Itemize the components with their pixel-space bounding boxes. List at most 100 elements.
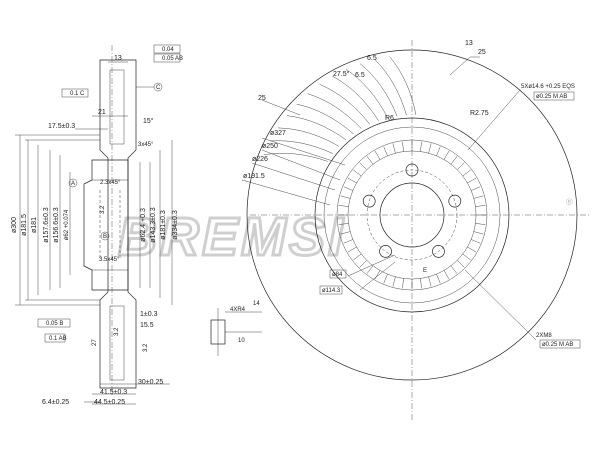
abs-tooth — [343, 239, 353, 244]
front-dia250: ø250 — [262, 143, 278, 150]
roughness-1: 3.2 — [100, 205, 106, 214]
bolt-hole — [405, 163, 419, 177]
abs-tooth — [402, 141, 404, 152]
front-dim-13: 13 — [465, 40, 473, 47]
abs-tooth — [392, 143, 396, 154]
front-r2-75: R2.75 — [470, 110, 489, 117]
dim-3x45: 3x45° — [138, 142, 154, 148]
dim-dia157: ø157.6±0.3 — [43, 207, 50, 242]
abs-tooth — [457, 162, 465, 170]
bolt-circle — [366, 169, 458, 261]
bolt-hole — [448, 194, 462, 208]
abs-tooth — [366, 156, 374, 165]
abs-tooth — [392, 276, 396, 287]
front-dim-27-5: 27.5° — [333, 70, 350, 78]
abs-tooth — [467, 246, 477, 253]
dim-30: 30±0.25 — [138, 379, 163, 386]
dim-dia62: ø62 +0.074 — [64, 209, 70, 240]
abs-tooth — [359, 162, 367, 170]
dim-17-5: 17.5±0.3 — [48, 123, 75, 130]
abs-tooth — [475, 223, 486, 225]
threads-callout: 2XM8 — [536, 333, 552, 339]
front-dim-25a: 25 — [478, 49, 486, 56]
hub-flatness-box — [37, 318, 71, 328]
abs-tooth — [338, 205, 349, 207]
abs-tooth — [436, 146, 441, 156]
dim-15deg: 15° — [143, 117, 154, 125]
ring-226 — [323, 126, 501, 304]
vent-vane — [374, 59, 407, 116]
disc-outer — [246, 49, 578, 381]
abs-tooth — [428, 276, 432, 287]
abs-tooth — [343, 186, 353, 191]
abs-tooth — [473, 231, 484, 235]
runout-value: 0.05 AB — [162, 56, 183, 62]
bolt-hole — [379, 245, 392, 258]
bolt-hole — [362, 194, 376, 208]
abs-tooth — [443, 270, 450, 280]
abs-tooth — [450, 265, 458, 274]
parallel-value: 0.1 C — [70, 91, 85, 97]
abs-tooth — [443, 150, 450, 160]
ring-191-5 — [336, 139, 488, 291]
vent-vane — [332, 75, 379, 121]
datum-b-circle — [100, 231, 110, 241]
vent-channel-top — [109, 69, 125, 145]
watermark-registered: ® — [566, 197, 573, 207]
dim-44-5: 44.5±0.25 — [94, 399, 125, 406]
abs-tooth — [383, 274, 388, 284]
abs-teeth — [338, 141, 486, 289]
abs-tooth — [359, 260, 367, 268]
dim-41-5: 41.5±0.3 — [100, 389, 127, 396]
dim-3-5x45: 3.5x45° — [99, 257, 120, 263]
abs-tooth — [353, 253, 362, 261]
detail-dim-14: 14 — [253, 301, 260, 307]
vent-vane — [389, 56, 417, 116]
abs-tooth — [462, 169, 471, 177]
front-dia191-5: ø191.5 — [243, 173, 265, 180]
friction-ring-outline — [99, 59, 137, 389]
abs-tooth — [347, 246, 357, 253]
section-view: ø300 ø181.5 ø181 ø157.6±0.3 ø156.6±0.3 ø… — [11, 44, 183, 406]
dim-2-3x45: 2.3x45° — [100, 180, 121, 186]
dim-1-0-3: 1±0.3 — [140, 311, 158, 318]
front-dia327: ø327 — [270, 130, 286, 137]
abs-tooth — [338, 223, 349, 225]
parallel-box — [61, 88, 89, 98]
dim-21: 21 — [98, 109, 106, 116]
ring-hub-outer — [347, 150, 477, 280]
abs-tooth — [473, 195, 484, 199]
front-dim-6-5b: 6.5 — [355, 72, 365, 79]
abs-tooth — [457, 260, 465, 268]
dim-dia181: ø181 — [31, 217, 38, 233]
detail-label: 4XR4 — [230, 307, 246, 313]
vent-vane — [277, 127, 340, 147]
abs-tooth — [420, 141, 422, 152]
dim-dia143: ø143.3±0.3 — [150, 207, 157, 242]
abs-tooth — [340, 195, 351, 199]
abs-tooth — [475, 205, 486, 207]
holes-callout: 5Xø14.6 +0.25 EQS — [521, 84, 575, 90]
holes-tol: ø0.25 M AB — [536, 94, 567, 100]
abs-tooth — [462, 253, 471, 261]
dim-dia181-5: ø181.5 — [21, 214, 28, 236]
abs-tooth — [353, 169, 362, 177]
abs-tooth — [347, 177, 357, 184]
watermark: BREMSI ® — [117, 197, 574, 269]
vent-vane — [307, 93, 362, 129]
abs-tooth — [383, 146, 388, 156]
hub-runout-box — [44, 333, 66, 343]
hub-runout-value: 0.1 AB — [49, 336, 67, 342]
roughness-2: 3.2 — [114, 327, 120, 336]
dim-dia334: ø334±0.3 — [172, 210, 179, 240]
front-dia226: ø226 — [252, 156, 268, 163]
datum-b: B — [103, 234, 107, 240]
threads-tol-box — [539, 339, 581, 349]
front-dim-6-5a: 6.5 — [367, 55, 377, 62]
abs-tooth — [366, 265, 374, 274]
datum-a-circle — [68, 178, 78, 188]
dim-dia181-0: ø181±0.3 — [160, 210, 167, 240]
vent-vane — [270, 140, 334, 154]
vent-vane — [359, 63, 398, 117]
vent-vane — [286, 115, 347, 141]
